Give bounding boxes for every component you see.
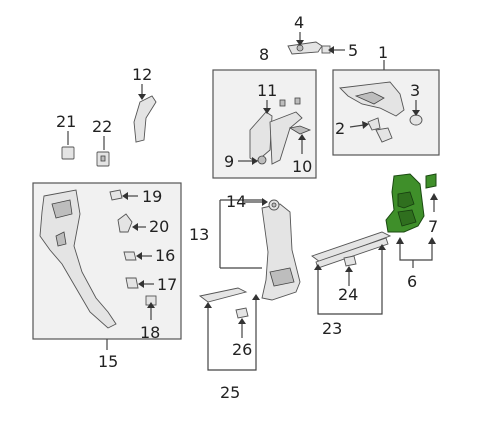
part-1-panel xyxy=(339,81,405,117)
part-22-clip xyxy=(96,151,110,167)
part-7-clip xyxy=(425,173,437,189)
callout-15: 15 xyxy=(98,352,118,371)
callout-2: 2 xyxy=(335,119,345,138)
callout-7: 7 xyxy=(428,217,438,236)
part-12-bracket xyxy=(133,95,157,143)
part-15-pillar-trim xyxy=(39,189,117,329)
callout-24: 24 xyxy=(338,285,358,304)
callout-22: 22 xyxy=(92,117,112,136)
callout-23: 23 xyxy=(322,319,342,338)
part-2-bracket xyxy=(367,117,393,143)
part-4-clip xyxy=(287,41,323,55)
callout-14: 14 xyxy=(226,192,246,211)
part-25-sill-plate xyxy=(198,287,248,303)
callout-25: 25 xyxy=(220,383,240,402)
callout-21: 21 xyxy=(56,112,76,131)
callout-1: 1 xyxy=(378,43,388,62)
callout-17: 17 xyxy=(157,275,177,294)
part-23-sill-plate xyxy=(311,231,392,269)
callout-11: 11 xyxy=(257,81,277,100)
callout-5: 5 xyxy=(348,41,358,60)
part-21-clip xyxy=(61,146,75,160)
callout-16: 16 xyxy=(155,246,175,265)
part-26-clip xyxy=(235,307,249,319)
part-10-trim xyxy=(269,97,312,165)
bracket-25 xyxy=(207,296,257,371)
callout-19: 19 xyxy=(142,187,162,206)
part-24-clip xyxy=(343,255,357,267)
part-6-trim-panel xyxy=(385,173,425,233)
part-16-clip xyxy=(123,251,137,261)
leader-2 xyxy=(349,124,365,128)
part-3-clip xyxy=(409,114,423,126)
part-14-fastener xyxy=(268,199,280,211)
part-13-pillar-trim xyxy=(261,203,301,301)
part-9-screw xyxy=(257,155,267,165)
part-20-clip xyxy=(117,213,133,233)
callout-4: 4 xyxy=(294,13,304,32)
callout-12: 12 xyxy=(132,65,152,84)
callout-10: 10 xyxy=(292,157,312,176)
callout-20: 20 xyxy=(149,217,169,236)
callout-8: 8 xyxy=(259,45,269,64)
callout-9: 9 xyxy=(224,152,234,171)
part-19-clip xyxy=(109,189,123,201)
callout-6: 6 xyxy=(407,272,417,291)
callout-26: 26 xyxy=(232,340,252,359)
part-17-clip xyxy=(125,277,139,289)
callout-18: 18 xyxy=(140,323,160,342)
bracket-6 xyxy=(399,240,433,261)
bracket-23 xyxy=(317,246,383,315)
bracket-13 xyxy=(219,199,262,269)
callout-13: 13 xyxy=(189,225,209,244)
callout-3: 3 xyxy=(410,81,420,100)
